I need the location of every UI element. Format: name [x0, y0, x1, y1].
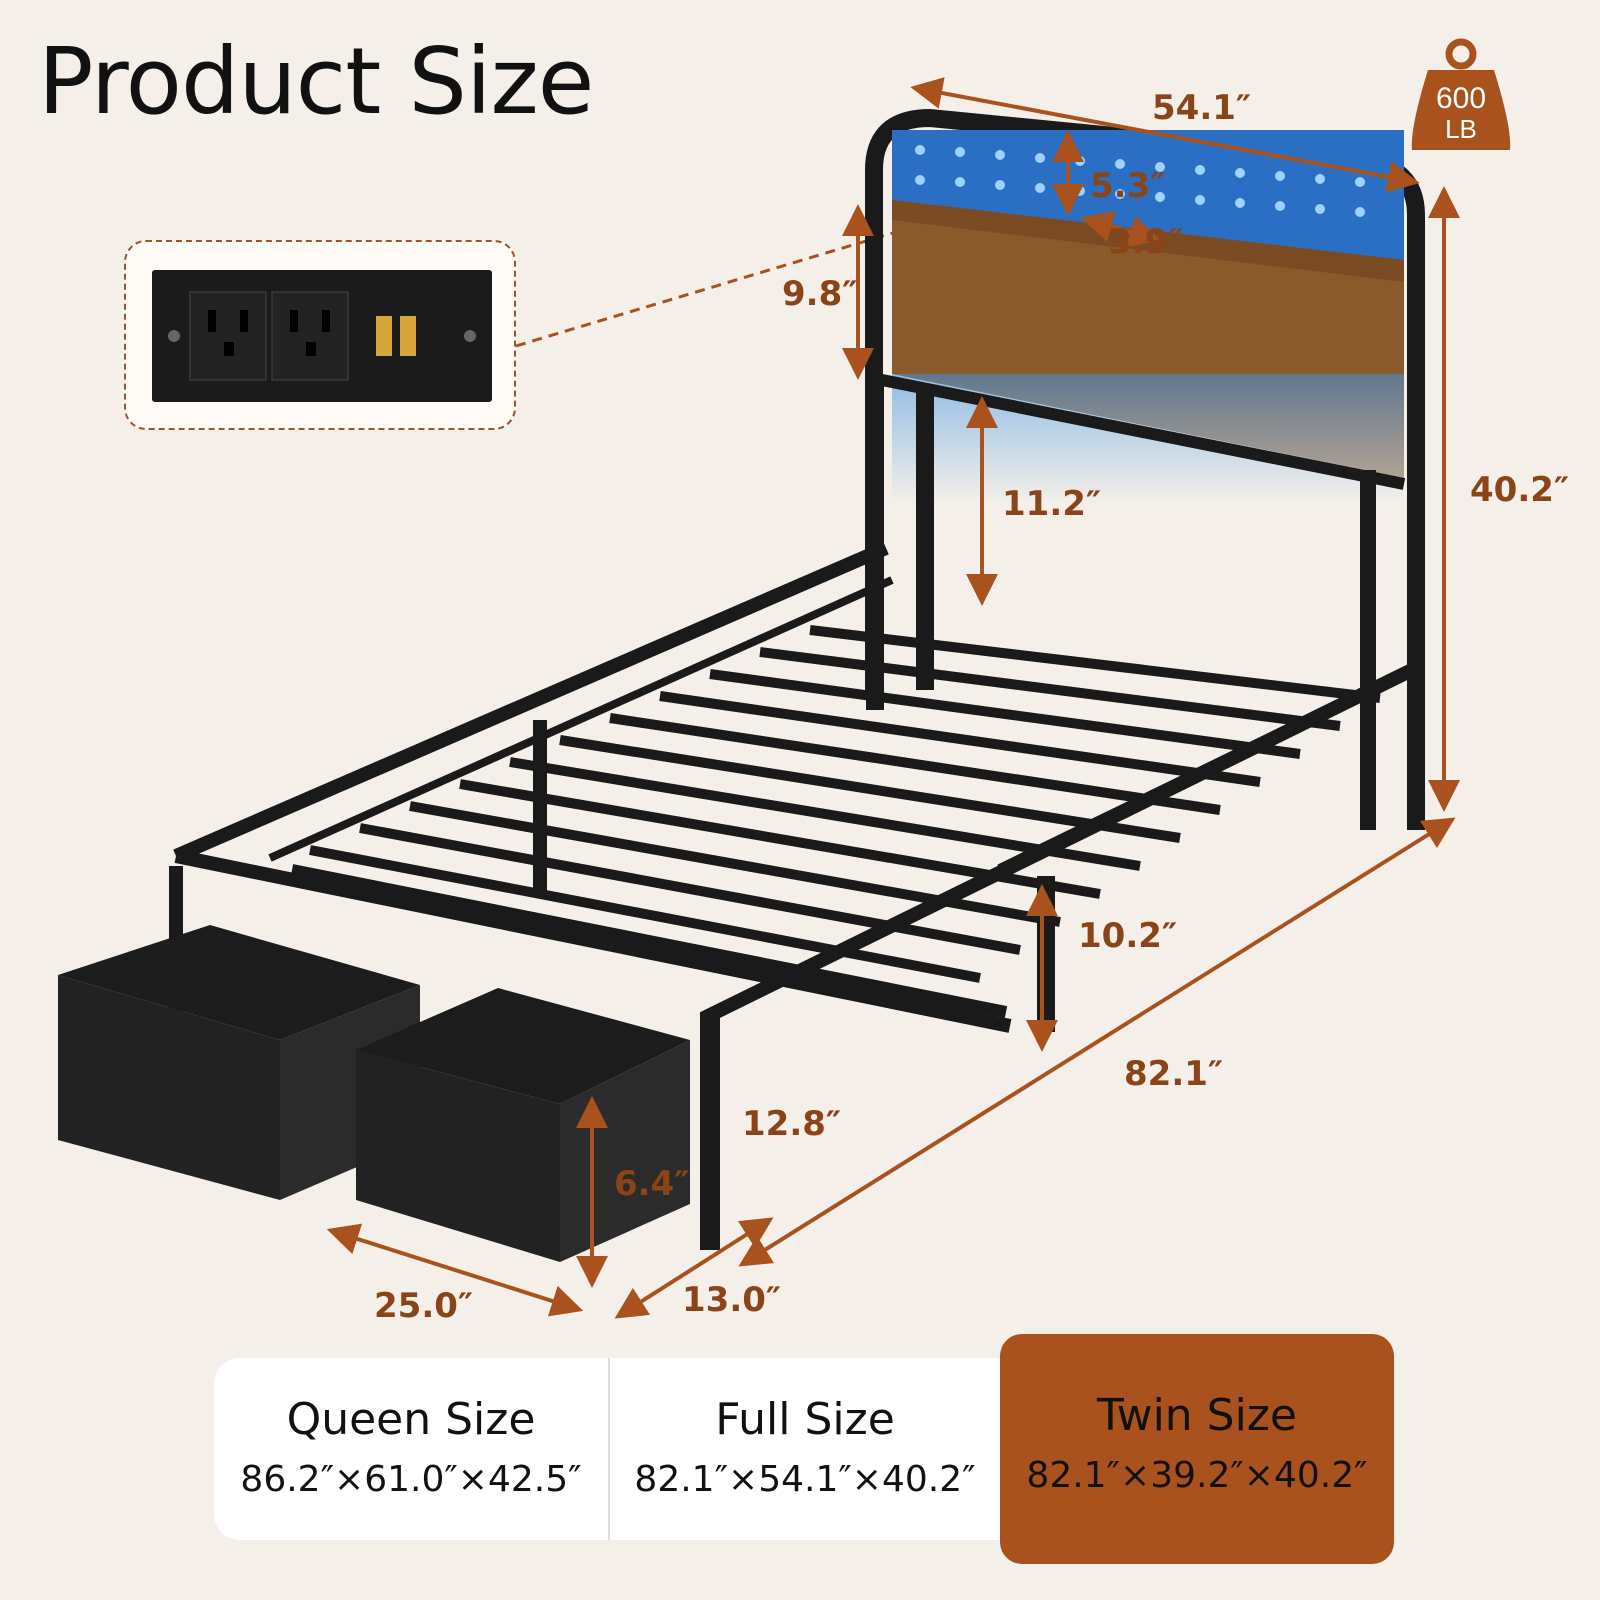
outlet-icon: [168, 291, 476, 381]
size-dims: 82.1″×54.1″×40.2″: [634, 1459, 976, 1500]
size-name: Queen Size: [286, 1394, 536, 1445]
weight-value: 600: [1435, 82, 1487, 115]
outlet-callout: [124, 240, 516, 430]
size-option-twin[interactable]: Twin Size 82.1″×39.2″×40.2″: [1000, 1334, 1394, 1564]
size-dims: 82.1″×39.2″×40.2″: [1026, 1455, 1368, 1496]
dim-clearance: 10.2″: [1078, 916, 1178, 956]
dim-headboard-width: 54.1″: [1152, 88, 1252, 128]
size-name: Twin Size: [1097, 1390, 1297, 1441]
dim-panel-gap: 11.2″: [1002, 484, 1102, 524]
size-name: Full Size: [715, 1394, 895, 1445]
weight-icon: [1411, 38, 1511, 150]
dim-led-height: 5.3″: [1090, 166, 1166, 206]
dim-total-height: 40.2″: [1470, 470, 1570, 510]
power-outlet-panel: [152, 270, 492, 402]
dim-panel-height: 9.8″: [782, 274, 858, 314]
dim-drawer-width: 25.0″: [374, 1286, 474, 1326]
dim-shelf-depth: 3.9″: [1108, 222, 1184, 262]
page-title: Product Size: [38, 28, 594, 135]
dim-footboard-height: 12.8″: [742, 1104, 842, 1144]
dimension-arrows: [326, 77, 1460, 1319]
dim-drawer-height: 6.4″: [614, 1164, 690, 1204]
dim-length: 82.1″: [1124, 1054, 1224, 1094]
size-options: Queen Size 86.2″×61.0″×42.5″ Full Size 8…: [214, 1334, 1394, 1564]
size-option-queen[interactable]: Queen Size 86.2″×61.0″×42.5″: [214, 1358, 608, 1540]
weight-unit: LB: [1445, 114, 1477, 144]
dim-drawer-depth: 13.0″: [682, 1280, 782, 1320]
storage-drawer-right: [356, 988, 690, 1262]
size-dims: 86.2″×61.0″×42.5″: [240, 1459, 582, 1500]
size-option-full[interactable]: Full Size 82.1″×54.1″×40.2″: [608, 1358, 1000, 1540]
weight-capacity-badge: 600 LB: [1406, 38, 1516, 158]
